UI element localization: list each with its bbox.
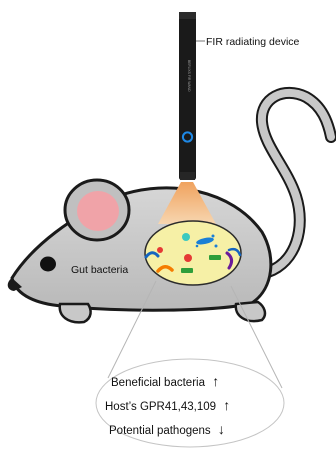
effect-potential-pathogens-text: Potential pathogens [109, 425, 211, 437]
mouse-ear-inner [77, 191, 119, 231]
effects-list: Beneficial bacteria ↑ Host’s GPR41,43,10… [105, 373, 230, 437]
arrow-down-icon: ↓ [218, 421, 225, 437]
mouse-eye [40, 257, 56, 272]
arrow-up-icon: ↑ [212, 373, 219, 389]
bacterium-red-1 [157, 247, 163, 253]
arrow-up-icon: ↑ [223, 397, 230, 413]
gut-bacteria-label: Gut bacteria [71, 264, 128, 276]
fir-device: BEFLIXS FIR WAND [179, 12, 196, 180]
mouse-front-foot [60, 304, 91, 322]
bacterium-red-2 [184, 254, 192, 262]
bacterium-blue-dot-3 [196, 245, 199, 248]
effect-host-gpr-text: Host’s GPR41,43,109 [105, 401, 216, 413]
device-label: FIR radiating device [206, 36, 300, 48]
device-engraving: BEFLIXS FIR WAND [187, 60, 191, 92]
bacterium-green-rod-2 [181, 268, 193, 273]
bacterium-blue-dot-1 [212, 235, 215, 238]
effect-beneficial-bacteria-text: Beneficial bacteria [111, 377, 206, 389]
bacterium-blue-dot-2 [215, 245, 218, 248]
bacterium-green-rod-1 [209, 255, 221, 260]
bacterium-cyan [182, 233, 190, 241]
